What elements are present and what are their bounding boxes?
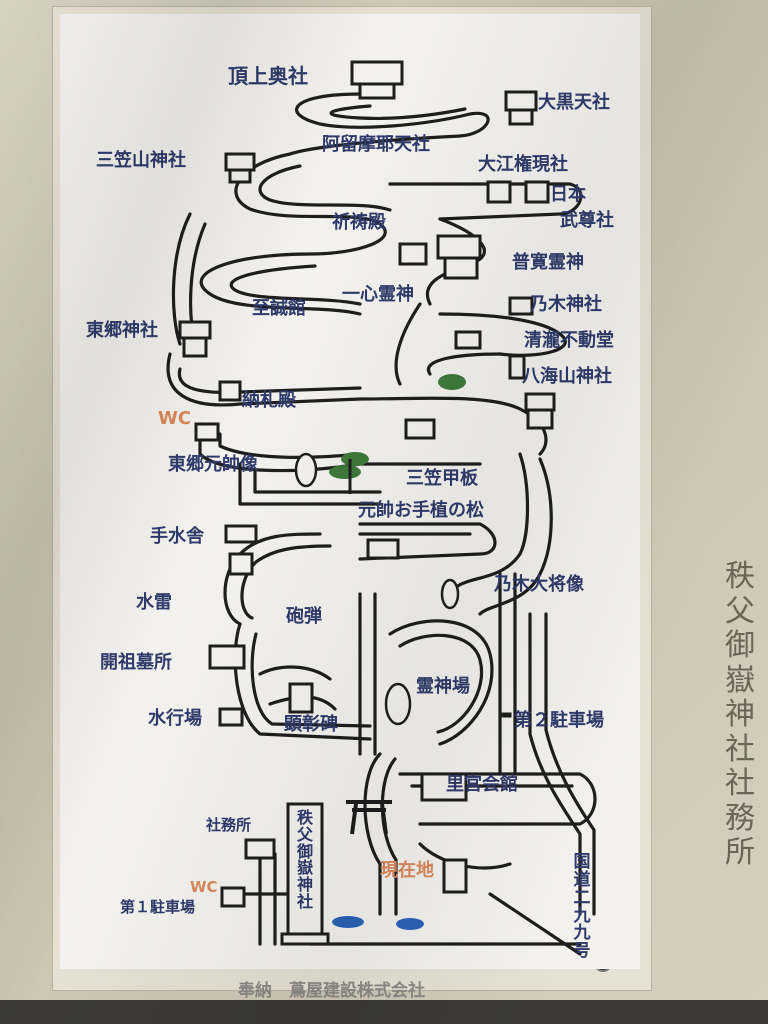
shrine-pillar-char: 御 bbox=[296, 841, 313, 861]
route-char: 二 bbox=[573, 887, 591, 908]
label-parking2: 第２駐車場 bbox=[514, 710, 604, 731]
label-takeru: 武尊社 bbox=[560, 210, 614, 231]
shrine-pillar-char: 父 bbox=[296, 824, 313, 844]
label-kitoden: 祈祷殿 bbox=[332, 212, 386, 233]
label-satomiya-kaikan: 里宮会館 bbox=[446, 774, 518, 795]
label-kaiso-bosho: 開祖墓所 bbox=[100, 652, 172, 673]
label-temizuya: 手水舎 bbox=[150, 526, 204, 547]
label-reijinba: 霊神場 bbox=[416, 676, 470, 697]
route-char: 道 bbox=[573, 869, 591, 890]
side-sign-char: 社 bbox=[725, 731, 755, 767]
shrine-pillar-char: 社 bbox=[296, 891, 313, 911]
shrine-pillar-char: 秩 bbox=[296, 808, 313, 827]
route-char: 国 bbox=[573, 852, 591, 872]
side-sign-char: 社 bbox=[725, 766, 755, 801]
route-label: 国道二九九号 bbox=[572, 852, 592, 962]
wall-base bbox=[0, 1000, 768, 1024]
label-mikasayama: 三笠山神社 bbox=[96, 150, 186, 171]
side-sign-char: 御 bbox=[725, 628, 755, 663]
label-shiseikan: 至誠館 bbox=[252, 298, 306, 319]
label-nogi-jinja: 乃木神社 bbox=[530, 294, 602, 315]
label-kenshohi: 顕彰碑 bbox=[284, 714, 338, 735]
label-wc-bottom: WC bbox=[190, 878, 218, 896]
label-nosatsuden: 納札殿 bbox=[242, 390, 296, 411]
route-char: 九 bbox=[573, 905, 591, 926]
label-gensui-pine: 元帥お手植の松 bbox=[358, 500, 484, 521]
side-sign-text: 秩父御嶽神社社務所 bbox=[722, 559, 758, 871]
label-parking1: 第１駐車場 bbox=[120, 898, 196, 916]
label-isshin-reijin: 一心霊神 bbox=[342, 284, 414, 305]
side-sign-char: 神 bbox=[725, 697, 755, 732]
label-suigyoba: 水行場 bbox=[148, 708, 202, 729]
side-sign-char: 父 bbox=[725, 593, 755, 629]
label-togo-jinja: 東郷神社 bbox=[86, 320, 158, 341]
label-suirai: 水雷 bbox=[136, 592, 172, 613]
label-fukan-reijin: 普寛霊神 bbox=[512, 252, 584, 273]
label-nihon: 日本 bbox=[550, 184, 586, 205]
label-nogi-statue: 乃木大将像 bbox=[494, 574, 584, 595]
shrine-name-pillar: 秩父御嶽神社 bbox=[295, 808, 315, 911]
label-summit: 頂上奥社 bbox=[228, 64, 308, 88]
label-hodan: 砲弾 bbox=[286, 606, 322, 627]
shrine-map: 頂上奥社 大黒天社 阿留摩耶天社 三笠山神社 大江権現社 日本 武尊社 祈祷殿 … bbox=[60, 14, 640, 969]
side-sign-char: 嶽 bbox=[725, 662, 755, 698]
side-sign-char: 秩 bbox=[725, 559, 755, 594]
label-seiryu-fudodo: 清瀧不動堂 bbox=[524, 330, 614, 351]
side-sign-char: 所 bbox=[725, 835, 755, 870]
label-current-location: 現在地 bbox=[380, 860, 434, 881]
label-togo-statue: 東郷元帥像 bbox=[168, 454, 258, 475]
label-shamusho: 社務所 bbox=[206, 816, 252, 834]
label-amerumaya: 阿留摩耶天社 bbox=[322, 134, 430, 155]
shrine-pillar-char: 嶽 bbox=[296, 858, 313, 878]
label-wc-top: WC bbox=[158, 408, 192, 429]
label-oe-gongen: 大江権現社 bbox=[478, 154, 568, 175]
label-hakkaisan: 八海山神社 bbox=[522, 366, 612, 387]
side-sign-char: 務 bbox=[725, 800, 755, 836]
shrine-pillar-char: 神 bbox=[296, 875, 313, 895]
route-char: 九 bbox=[573, 923, 591, 944]
donor-plate: 奉納 蔦屋建設株式会社 bbox=[238, 981, 425, 1001]
label-daikokuten: 大黒天社 bbox=[538, 92, 610, 113]
map-paths bbox=[166, 60, 597, 956]
route-char: 号 bbox=[573, 941, 591, 962]
label-mikasa-kanpan: 三笠甲板 bbox=[406, 468, 478, 489]
